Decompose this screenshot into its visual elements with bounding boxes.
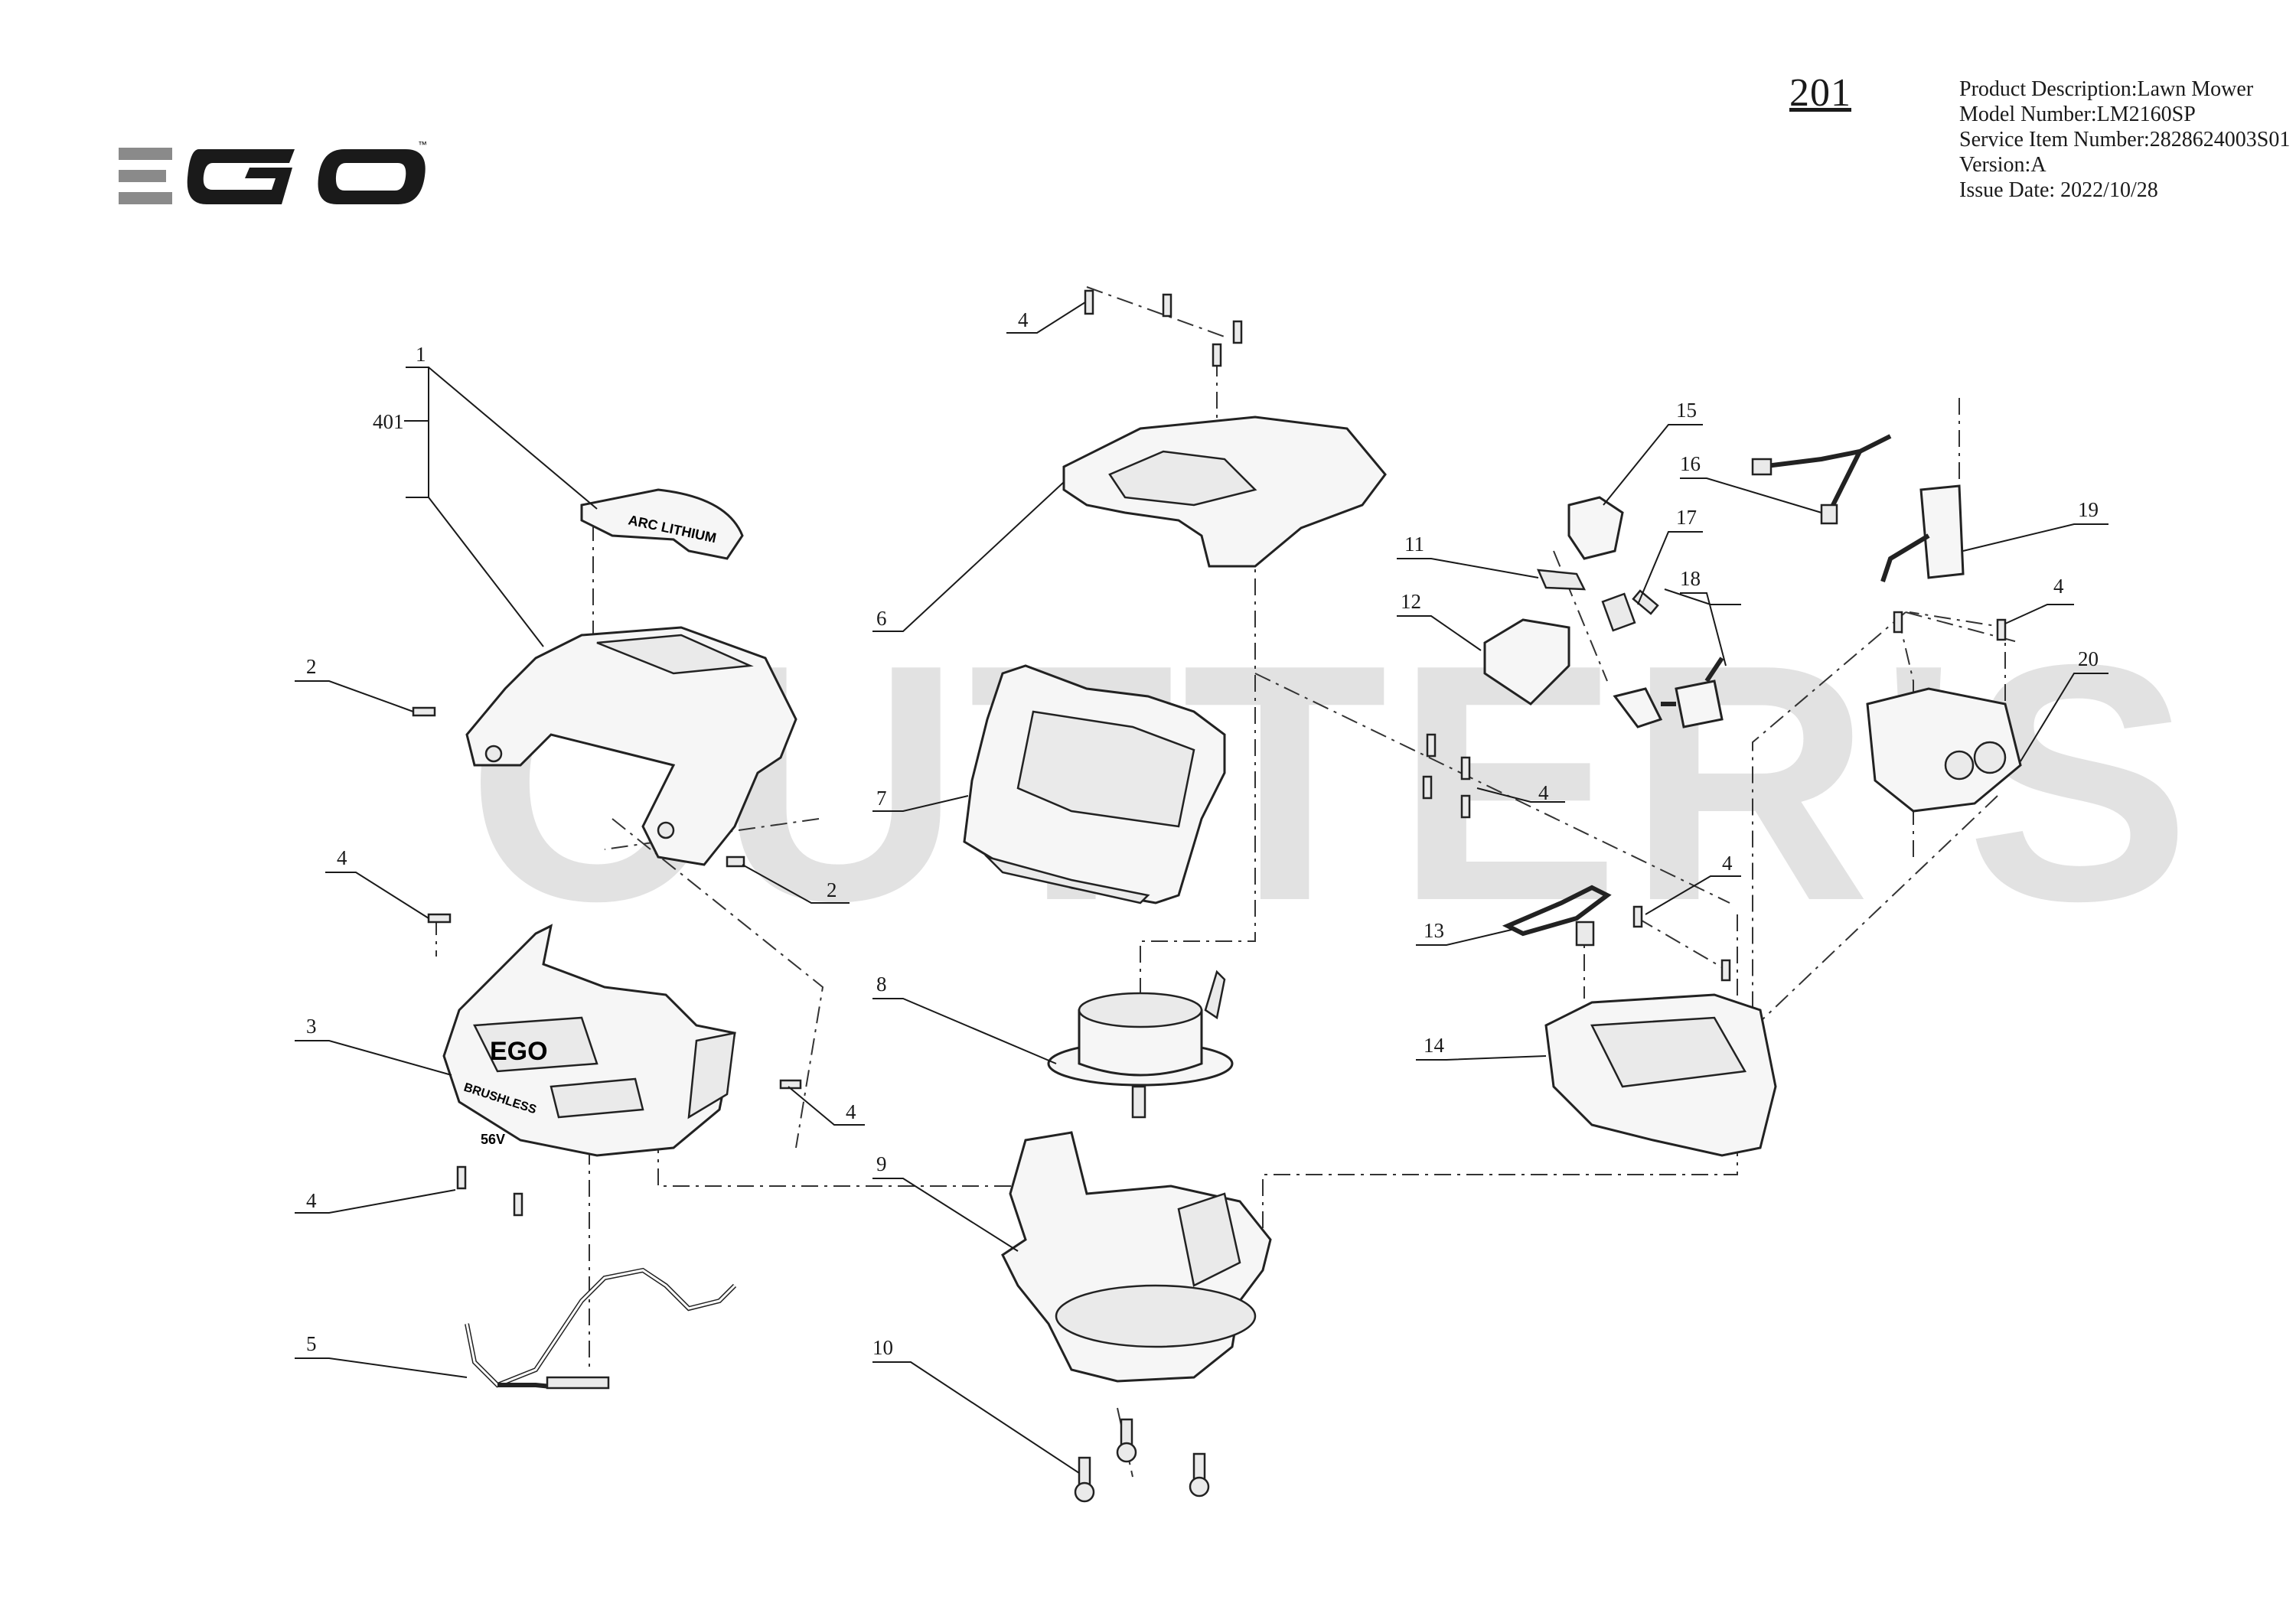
part-bolts: [1074, 1418, 1210, 1503]
callout-11: 11: [1404, 533, 1424, 556]
callout-4d: 4: [1018, 308, 1029, 331]
svg-text:56V: 56V: [481, 1132, 505, 1147]
screws: [412, 289, 2007, 1217]
callout-13: 13: [1424, 919, 1444, 942]
callout-3: 3: [306, 1015, 317, 1038]
product-description: Product Description:Lawn Mower: [1959, 77, 2254, 101]
callout-18: 18: [1680, 567, 1701, 590]
part-motor-housing: [1001, 1131, 1272, 1383]
part-motor-cover: EGO BRUSHLESS 56V: [442, 924, 736, 1157]
part-lower-frame-14: [1544, 993, 1777, 1157]
callout-8: 8: [876, 973, 887, 996]
callout-401: 401: [373, 410, 404, 433]
part-battery-compartment: [963, 664, 1226, 904]
callout-16: 16: [1680, 452, 1701, 475]
callout-4a: 4: [337, 846, 347, 869]
callout-9: 9: [876, 1152, 887, 1175]
svg-text:™: ™: [418, 139, 427, 150]
issue-date: Issue Date: 2022/10/28: [1959, 178, 2158, 202]
callout-17: 17: [1676, 506, 1697, 529]
part-battery-door: ARC LITHIUM: [580, 488, 744, 560]
part-bail-wire: [465, 1267, 737, 1390]
callout-5: 5: [306, 1332, 317, 1355]
callout-2b: 2: [827, 878, 837, 901]
callout-14: 14: [1424, 1034, 1445, 1057]
page-number: 201: [1789, 71, 1851, 115]
part-board-19: [1880, 484, 1965, 582]
part-switch-assembly: [1483, 569, 1636, 706]
part-15-connector: [1567, 496, 1624, 560]
part-latch-13: [1502, 885, 1612, 947]
part-controller-20: [1866, 687, 2022, 813]
callout-4f: 4: [2053, 575, 2064, 598]
callout-15: 15: [1676, 399, 1697, 422]
callout-1: 1: [416, 343, 426, 366]
ego-logo: ™: [119, 139, 427, 204]
callout-19: 19: [2078, 498, 2099, 521]
callouts: 1 401 2 2 3 4 4 4 4 4 4 4 5: [295, 301, 2108, 1474]
callout-12: 12: [1401, 590, 1421, 613]
part-battery-housing: [465, 626, 797, 866]
part-harness-18: [1613, 657, 1724, 728]
callout-7: 7: [876, 787, 887, 810]
callout-4c: 4: [306, 1189, 317, 1212]
part-motor: [1047, 970, 1234, 1119]
part-wire-16: [1751, 434, 1892, 525]
callout-10: 10: [872, 1336, 893, 1359]
version: Version:A: [1959, 153, 2047, 177]
callout-6: 6: [876, 607, 887, 630]
callout-4b: 4: [846, 1100, 856, 1123]
part-top-housing: [1062, 416, 1387, 568]
product-info-block: Product Description:Lawn Mower Model Num…: [1959, 77, 2290, 203]
svg-text:EGO: EGO: [490, 1037, 548, 1066]
callout-20: 20: [2078, 647, 2099, 670]
service-item-number: Service Item Number:2828624003S01: [1959, 128, 2291, 152]
callout-2a: 2: [306, 655, 317, 678]
model-number: Model Number:LM2160SP: [1959, 103, 2196, 126]
callout-4e: 4: [1538, 781, 1549, 804]
callout-4g: 4: [1722, 852, 1733, 875]
